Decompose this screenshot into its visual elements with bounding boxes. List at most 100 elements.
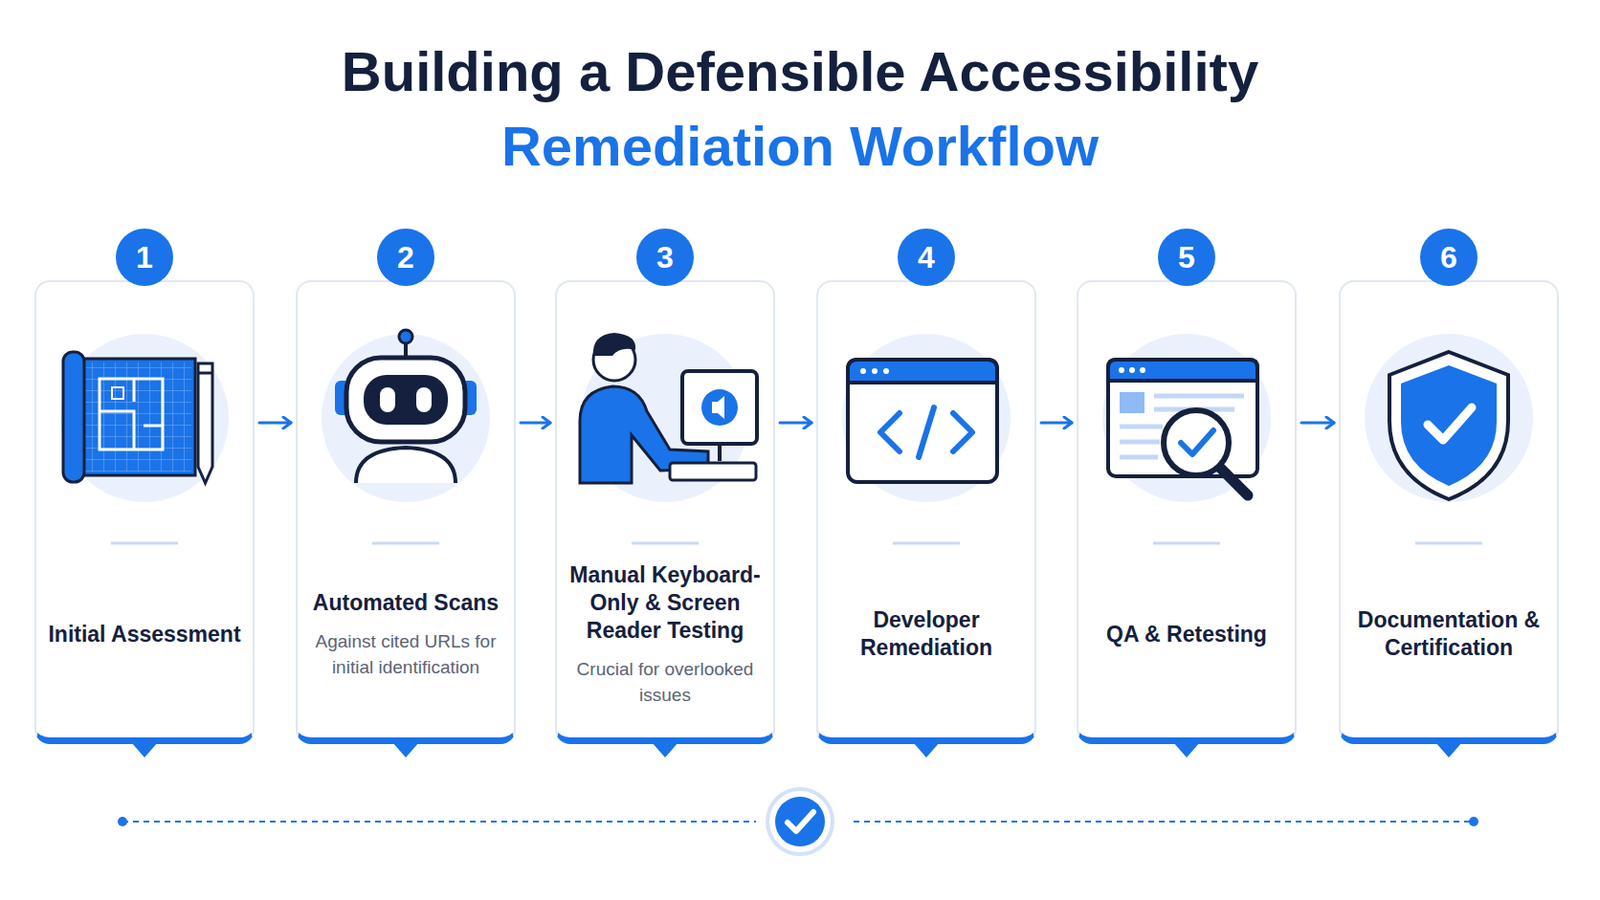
shield-icon-part [1389, 352, 1509, 500]
icon-backgrounds-part [842, 333, 1011, 503]
code-window-icon-part [847, 359, 998, 383]
flow-arrow [1301, 422, 1334, 425]
blueprint-icon-part [76, 358, 196, 476]
title: Building a Defensible Accessibility Reme… [340, 34, 1260, 184]
retest-window-icon [1108, 359, 1258, 496]
robot-icon-part [346, 357, 466, 443]
step-card: 1Initial Assessment [34, 280, 255, 745]
timeline-part [787, 812, 814, 832]
step-card: 4Developer Remediation [816, 280, 1037, 745]
timeline [117, 789, 1479, 855]
card-text-area: Automated ScansAgainst cited URLs for in… [297, 552, 514, 717]
blueprint-icon-part [80, 362, 192, 472]
blueprint-icon [63, 352, 213, 484]
code-window-icon-part [847, 359, 998, 483]
retest-window-icon-part [1180, 430, 1214, 455]
blueprint-icon-part [99, 378, 163, 450]
step-number: 4 [897, 228, 956, 287]
retest-window-icon-part [1163, 410, 1229, 476]
card-dividers-part [631, 542, 699, 546]
code-window-icon [847, 359, 998, 483]
retest-window-icon-part [1108, 359, 1258, 381]
screen-reader-user-icon-part [701, 389, 738, 426]
robot-icon [334, 330, 477, 484]
icon-backgrounds-part [321, 333, 490, 503]
code-window-icon-part [860, 368, 867, 375]
flow-arrow [1041, 422, 1072, 425]
card-dividers [111, 542, 1483, 546]
icon-backgrounds-part [60, 333, 229, 503]
retest-window-icon-part [1139, 367, 1146, 374]
timeline-part [767, 789, 833, 855]
flow-arrow [520, 422, 551, 425]
step-heading: Documentation & Certification [1352, 606, 1546, 663]
retest-window-icon-part [1118, 367, 1125, 374]
robot-icon-part [355, 447, 456, 484]
retest-window-icon-part [1119, 392, 1145, 414]
blueprint-icon-part [198, 363, 213, 484]
screen-reader-user-icon [579, 333, 757, 484]
step-number: 5 [1157, 228, 1216, 287]
screen-reader-user-icon-part [711, 396, 725, 420]
step-heading: Initial Assessment [47, 621, 241, 649]
shield-icon-part [1427, 407, 1472, 441]
step-number: 2 [377, 228, 435, 287]
card-dividers-part [1153, 542, 1221, 546]
step-heading: QA & Retesting [1106, 621, 1267, 649]
card-dividers-part [111, 542, 178, 546]
icon-backgrounds-part [1364, 333, 1534, 503]
retest-window-icon-part [1219, 466, 1248, 496]
card-tabs [131, 742, 1463, 758]
screen-reader-user-icon-part [593, 333, 636, 356]
screen-reader-user-icon-part [682, 371, 757, 445]
card-text-area: Initial Assessment [36, 552, 253, 717]
icon-backgrounds-part [1102, 333, 1271, 503]
card-tabs-part [131, 742, 158, 758]
step-heading: Manual Keyboard-Only & Screen Reader Tes… [568, 561, 762, 645]
timeline-part [122, 821, 756, 823]
step-number: 1 [115, 228, 174, 287]
step-card: 6Documentation & Certification [1338, 280, 1559, 745]
timeline-part [853, 821, 1474, 823]
blueprint-icon-part [111, 387, 124, 400]
card-text-area: QA & Retesting [1078, 552, 1295, 717]
card-tabs-part [1435, 742, 1463, 758]
card-dividers-part [1415, 542, 1483, 546]
code-window-icon-part [883, 368, 889, 375]
step-number: 3 [636, 228, 694, 287]
flow-arrow [779, 422, 812, 425]
retest-window-icon-part [1108, 359, 1258, 477]
timeline-part [117, 817, 128, 827]
robot-icon-part [363, 375, 448, 425]
robot-icon-part [379, 387, 396, 413]
card-tabs-part [392, 742, 420, 758]
step-number: 6 [1420, 228, 1478, 287]
robot-icon-part [399, 330, 413, 344]
card-dividers-part [372, 542, 440, 546]
timeline-part [1468, 817, 1479, 827]
card-tabs-part [1173, 742, 1200, 758]
icon-backgrounds [60, 333, 1534, 503]
code-window-icon-part [880, 407, 973, 458]
screen-reader-user-icon-part [717, 444, 722, 462]
timeline-part [775, 797, 825, 847]
step-heading: Automated Scans [312, 589, 499, 618]
shield-icon-part [1400, 365, 1497, 487]
step-card: 5QA & Retesting [1076, 280, 1297, 745]
blueprint-icon-part [63, 352, 85, 483]
card-text-area: Developer Remediation [818, 552, 1035, 717]
robot-icon-part [416, 387, 432, 413]
screen-reader-user-icon-part [669, 463, 756, 481]
retest-window-icon-part [1129, 367, 1135, 374]
card-tabs-part [651, 742, 679, 758]
blueprint-icon-part [198, 372, 213, 376]
step-note: Crucial for overlooked issues [568, 656, 762, 709]
code-window-icon-part [871, 368, 878, 375]
card-text-area: Documentation & Certification [1340, 552, 1557, 717]
card-dividers-part [892, 542, 960, 546]
title-text: Building a Defensible Accessibility Reme… [341, 40, 1259, 178]
step-note: Against cited URLs for initial identific… [309, 628, 503, 681]
shield-icon [1389, 352, 1509, 500]
card-tabs-part [912, 742, 940, 758]
